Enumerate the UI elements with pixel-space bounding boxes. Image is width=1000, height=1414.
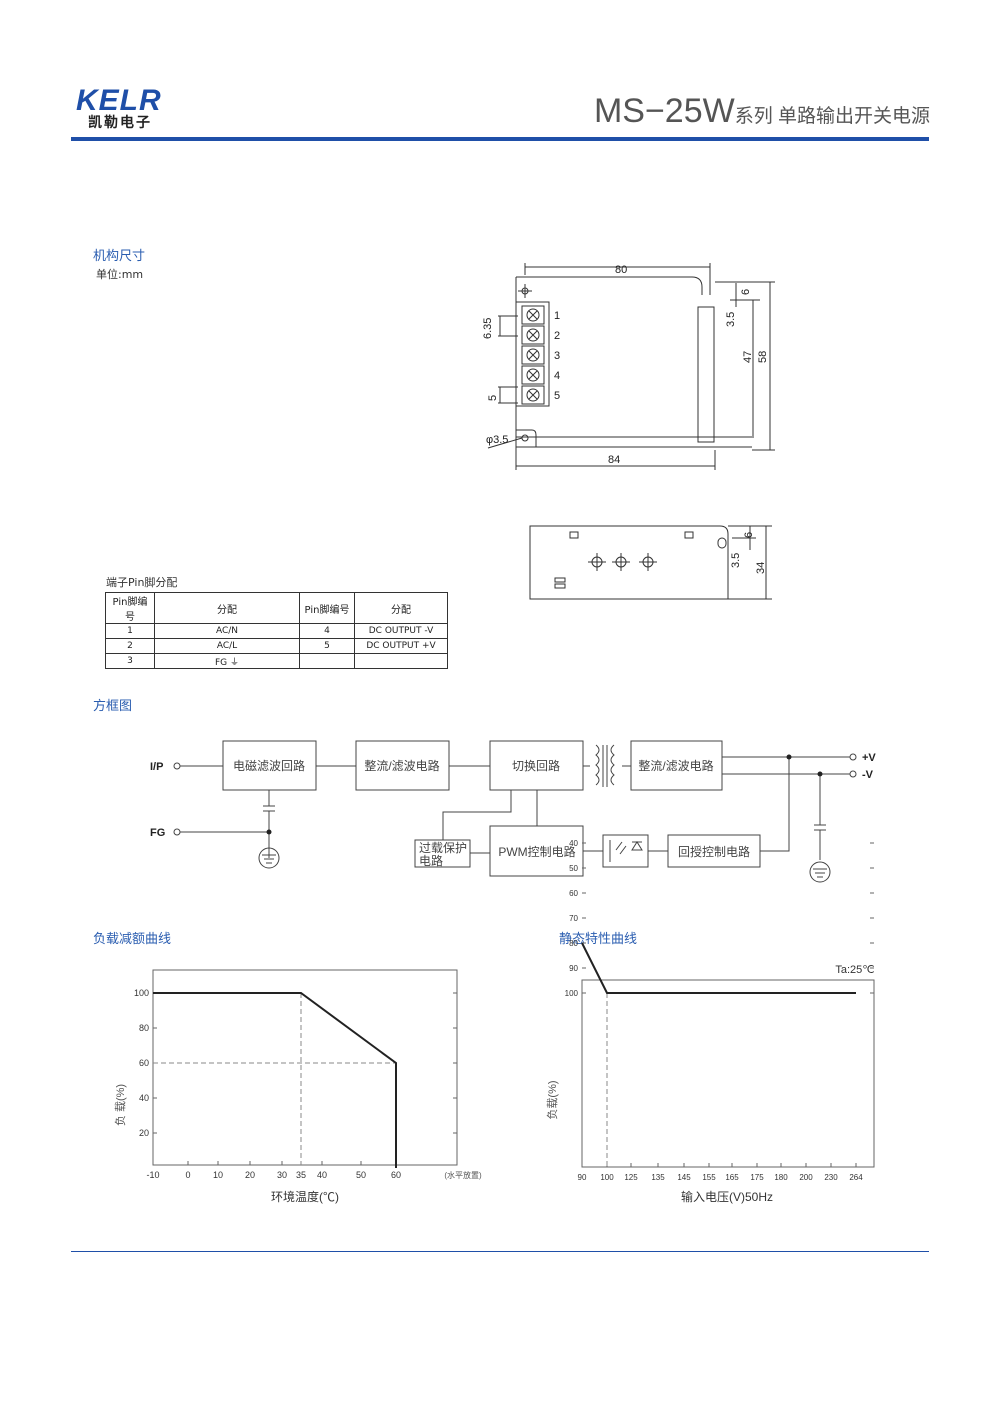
terminal-cross xyxy=(528,370,538,380)
terminal-screw-icon xyxy=(526,388,540,402)
dim-3-5: 3.5 xyxy=(725,312,737,327)
terminal-block xyxy=(521,345,545,365)
y-tick-label: 60 xyxy=(139,1058,149,1068)
y-tick-label: 20 xyxy=(139,1128,149,1138)
orientation-note: (水平放置) xyxy=(444,1170,482,1180)
dim-6-35: 6.35 xyxy=(482,318,494,339)
pin-table-header: Pin脚编号 分配 Pin脚编号 分配 xyxy=(105,592,448,624)
side-dim-34: 34 xyxy=(755,562,767,574)
dim-58: 58 xyxy=(757,351,769,363)
page-title: MS−25W系列 单路输出开关电源 xyxy=(594,92,930,131)
pin-table-title: 端子Pin脚分配 xyxy=(106,576,178,589)
screw-crosshair xyxy=(612,553,630,571)
x-axis-label: 环境温度(℃) xyxy=(271,1189,339,1204)
section-block-diagram-title: 方框图 xyxy=(93,699,133,714)
terminal-cross xyxy=(528,350,538,360)
terminal-cross xyxy=(528,310,538,320)
x-tick-label: 10 xyxy=(213,1170,223,1180)
cell: FG ⏚ xyxy=(154,653,300,669)
terminal-block xyxy=(521,365,545,385)
block-rectifier-output: 整流/滤波电路 xyxy=(638,758,713,773)
derating-chart: -10 0 10 20 30 35 40 50 60 100 80 60 40 20 环境温度(℃) 负 载(… xyxy=(113,969,482,1204)
block-emi-filter: 电磁滤波回路 xyxy=(233,758,305,773)
x-tick-label: 40 xyxy=(317,1170,327,1180)
label-fg: FG xyxy=(150,827,165,839)
header-pin-no: Pin脚编号 xyxy=(105,592,155,624)
terminal-block xyxy=(521,305,545,325)
logo-chinese: 凯勒电子 xyxy=(88,115,152,131)
dim-80: 80 xyxy=(615,264,627,276)
terminal-number: 5 xyxy=(554,390,560,402)
x-tick-label: 0 xyxy=(185,1170,190,1180)
model-name: MS−25W xyxy=(593,92,735,130)
terminal-screw-icon xyxy=(526,308,540,322)
block-feedback-control: 回授控制电路 xyxy=(678,844,750,859)
x-tick-label: -10 xyxy=(146,1170,159,1180)
block-rectifier-input: 整流/滤波电路 xyxy=(364,758,439,773)
terminal-number: 2 xyxy=(554,330,560,342)
terminal-screw-icon xyxy=(526,368,540,382)
dim-6: 6 xyxy=(740,289,752,295)
top-view-drawing: 80 84 58 47 6 3.5 6.35 5 φ3.5 1 2 3 4 5 xyxy=(482,263,775,470)
section-mechanical-title: 机构尺寸 xyxy=(93,249,146,264)
header-pin-no-2: Pin脚编号 xyxy=(299,592,355,624)
x-tick-label: 60 xyxy=(391,1170,401,1180)
block-overload-protection: 过载保护 xyxy=(419,841,467,855)
unit-label: 单位:mm xyxy=(96,268,144,281)
terminal-cross xyxy=(528,330,538,340)
footer-rule xyxy=(71,1251,929,1252)
side-view-drawing: 6 3.5 34 xyxy=(529,525,772,600)
x-tick-label: 30 xyxy=(277,1170,287,1180)
terminal-number: 3 xyxy=(554,350,560,362)
label-minus-v: -V xyxy=(862,769,874,781)
screw-crosshair xyxy=(639,553,657,571)
label-plus-v: +V xyxy=(862,752,876,764)
side-dim-3-5: 3.5 xyxy=(730,553,742,568)
x-tick-label: 35 xyxy=(296,1170,306,1180)
terminal-number: 1 xyxy=(554,310,560,322)
terminal-screw-icon xyxy=(526,328,540,342)
block-pwm-control: PWM控制电路 xyxy=(498,844,575,859)
dim-84: 84 xyxy=(608,454,620,466)
dim-5: 5 xyxy=(487,395,499,401)
header-assignment: 分配 xyxy=(154,592,300,624)
y-tick-label: 80 xyxy=(139,1023,149,1033)
terminal-number: 4 xyxy=(554,370,560,382)
cell xyxy=(354,653,448,669)
y-axis-label: 负 载(%) xyxy=(113,1084,127,1126)
block-overload-protection-2: 电路 xyxy=(419,853,443,868)
dim-47: 47 xyxy=(742,351,754,363)
y-tick-label: 40 xyxy=(139,1093,149,1103)
series-subtitle: 系列 单路输出开关电源 xyxy=(734,106,930,127)
side-dim-6: 6 xyxy=(743,532,755,538)
terminal-cross xyxy=(528,390,538,400)
logo-text: KELR xyxy=(76,84,162,117)
derating-chart-title: 负载减额曲线 xyxy=(93,932,172,947)
label-ip: I/P xyxy=(150,761,163,773)
y-tick-label: 100 xyxy=(134,988,149,998)
terminal-block xyxy=(521,385,545,405)
dim-hole: φ3.5 xyxy=(486,434,508,446)
terminal-screw-icon xyxy=(526,348,540,362)
x-tick-label: 50 xyxy=(356,1170,366,1180)
block-switching: 切换回路 xyxy=(512,758,560,773)
screw-crosshair xyxy=(588,553,606,571)
terminal-block xyxy=(521,325,545,345)
plot-frame xyxy=(152,969,458,1166)
header-rule xyxy=(71,137,929,141)
series-line xyxy=(153,992,397,1168)
block-diagram: 电磁滤波回路 整流/滤波电路 切换回路 整流/滤波电路 PWM控制电路 过载保护… xyxy=(150,740,876,883)
x-tick-label: 20 xyxy=(245,1170,255,1180)
